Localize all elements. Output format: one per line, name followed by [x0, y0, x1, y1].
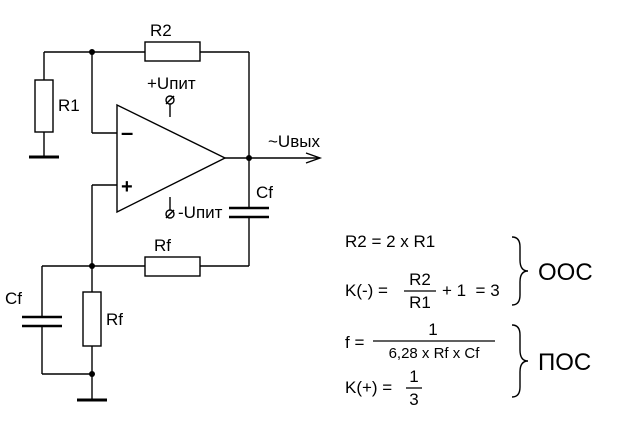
formula-f-prefix: f =: [345, 333, 364, 352]
resistor-rf-shunt: [82, 291, 102, 347]
label-cf-shunt: Cf: [5, 289, 22, 308]
opamp-triangle: [116, 103, 227, 214]
formula-f-numerator: 1: [428, 320, 437, 339]
label-r1: R1: [58, 96, 80, 115]
formula-f-denominator: 6,28 x Rf x Cf: [389, 345, 481, 362]
label-output: ~Uвых: [268, 132, 320, 151]
label-cf-series: Cf: [256, 183, 273, 202]
resistor-r1: [34, 79, 54, 133]
vplus-terminal-mark: [165, 95, 175, 105]
label-vplus: +Uпит: [147, 74, 196, 93]
junction-dot: [89, 371, 95, 377]
brace-poc: [511, 324, 529, 398]
formula-kminus-numerator: R2: [409, 270, 431, 289]
label-r2: R2: [150, 21, 172, 40]
output-arrow: [305, 152, 323, 164]
formula-kminus-prefix: K(-) =: [345, 281, 388, 300]
formula-r2-equals: R2 = 2 x R1: [345, 232, 435, 251]
group-label-ooc: ООС: [538, 259, 593, 286]
group-label-poc: ПОС: [538, 349, 591, 376]
junction-dot: [246, 155, 252, 161]
formula-kplus-prefix: K(+) =: [345, 378, 392, 397]
resistor-r2: [144, 41, 201, 62]
formula-kplus-denominator: 3: [409, 390, 418, 409]
label-inverting-input: –: [121, 120, 133, 145]
junction-dot: [89, 263, 95, 269]
resistor-rf-series: [144, 256, 201, 277]
formula-kminus-denominator: R1: [409, 293, 431, 312]
label-noninverting-input: +: [121, 176, 133, 198]
vminus-terminal-mark: [165, 209, 175, 219]
formula-kplus-numerator: 1: [409, 367, 418, 386]
label-vminus: -Uпит: [178, 203, 223, 222]
junction-dot: [89, 49, 95, 55]
label-rf-shunt: Rf: [106, 310, 123, 329]
brace-ooc: [511, 236, 529, 306]
formula-kminus-suffix: + 1 = 3: [442, 281, 500, 300]
label-rf-series: Rf: [154, 236, 171, 255]
